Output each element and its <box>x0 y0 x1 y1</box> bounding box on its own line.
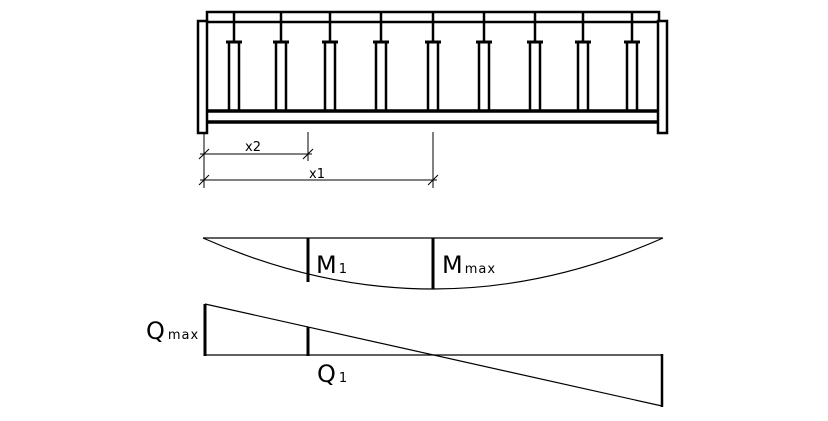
beam-post <box>527 12 543 111</box>
beam-post <box>322 12 338 111</box>
x2-tick-left <box>198 148 210 160</box>
dimension-lines <box>198 132 439 188</box>
x1-tick-right <box>427 174 439 186</box>
beam-post <box>425 12 441 111</box>
beam-post <box>476 12 492 111</box>
moment-diagram <box>202 237 664 290</box>
x2-label: x2 <box>245 140 261 155</box>
frame-left-support <box>196 19 209 135</box>
beam-post <box>575 12 591 111</box>
x1-tick-left <box>198 174 210 186</box>
frame-right-support <box>656 19 669 135</box>
beam-post <box>226 12 242 111</box>
x1-label: x1 <box>309 167 325 182</box>
beam-posts <box>226 12 640 111</box>
beam-post <box>273 12 289 111</box>
beam-post <box>373 12 389 111</box>
x2-tick-right <box>302 148 314 160</box>
shear-sloped-line <box>204 303 663 407</box>
shear-diagram <box>203 303 664 407</box>
beam-post <box>624 12 640 111</box>
